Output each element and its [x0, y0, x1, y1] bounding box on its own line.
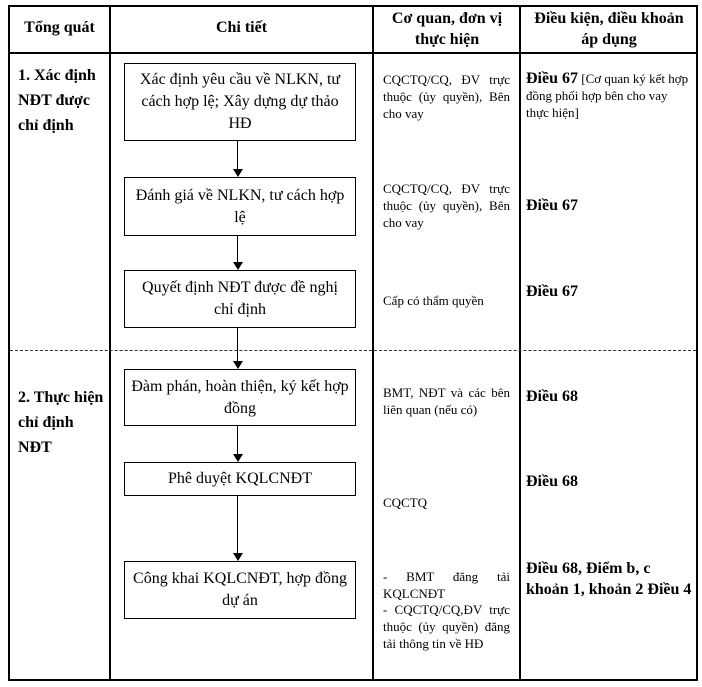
- header-detail: Chi tiết: [215, 19, 268, 36]
- reference-1-article: Điều 67: [526, 70, 578, 87]
- reference-5: Điều 68: [526, 473, 578, 490]
- column-divider-3: [519, 5, 521, 680]
- reference-2: Điều 67: [526, 197, 578, 214]
- reference-4: Điều 68: [526, 388, 578, 405]
- step-box-5: Phê duyệt KQLCNĐT: [124, 462, 356, 496]
- flow-arrow-2: [232, 236, 243, 270]
- agency-5: CQCTQ: [383, 495, 428, 510]
- agency-3: Cấp có thẩm quyền: [383, 293, 484, 308]
- step-box-3: Quyết định NĐT được đề nghị chỉ định: [124, 270, 356, 328]
- agency-1: CQCTQ/CQ, ĐV trực thuộc (ủy quyền), Bên …: [383, 72, 510, 121]
- stage-1-label: 1. Xác định NĐT được chỉ định: [18, 67, 96, 134]
- step-box-4: Đàm phán, hoàn thiện, ký kết hợp đồng: [124, 369, 356, 426]
- table-border-left: [8, 5, 10, 680]
- stage-2-label: 2. Thực hiện chỉ định NĐT: [18, 389, 104, 456]
- table-border-bottom: [8, 679, 698, 681]
- header-overview: Tổng quát: [24, 19, 95, 36]
- reference-1-note: [Cơ quan ký kết hợp đồng phối hợp bên ch…: [526, 71, 689, 120]
- header-agency: Cơ quan, đơn vị thực hiện: [391, 10, 503, 48]
- step-box-6: Công khai KQLCNĐT, hợp đồng dự án: [124, 561, 356, 619]
- agency-6-line-1: - BMT đăng tải KQLCNĐT: [383, 569, 510, 601]
- flow-arrow-3: [232, 328, 243, 369]
- column-divider-1: [109, 5, 111, 680]
- table-border-top: [8, 5, 698, 7]
- reference-1: Điều 67 [Cơ quan ký kết hợp đồng phối hợ…: [526, 70, 692, 121]
- flow-arrow-1: [232, 141, 243, 177]
- flow-arrow-5: [232, 496, 243, 561]
- stage-divider: [10, 350, 696, 351]
- header-divider: [8, 52, 698, 54]
- reference-3: Điều 67: [526, 283, 578, 300]
- flow-arrow-4: [232, 426, 243, 462]
- header-conditions: Điều kiện, điều khoản áp dụng: [534, 10, 684, 48]
- step-box-1: Xác định yêu cầu về NLKN, tư cách hợp lệ…: [124, 63, 356, 141]
- agency-6-line-2: - CQCTQ/CQ,ĐV trực thuộc (ủy quyền) đăng…: [383, 602, 510, 651]
- reference-6: Điều 68, Điểm b, c khoản 1, khoản 2 Điều…: [526, 560, 692, 598]
- agency-2: CQCTQ/CQ, ĐV trực thuộc (ủy quyền), Bên …: [383, 181, 510, 230]
- agency-4: BMT, NĐT và các bên liên quan (nếu có): [383, 385, 510, 417]
- column-divider-2: [372, 5, 374, 680]
- step-box-2: Đánh giá về NLKN, tư cách hợp lệ: [124, 177, 356, 236]
- table-border-right: [696, 5, 698, 680]
